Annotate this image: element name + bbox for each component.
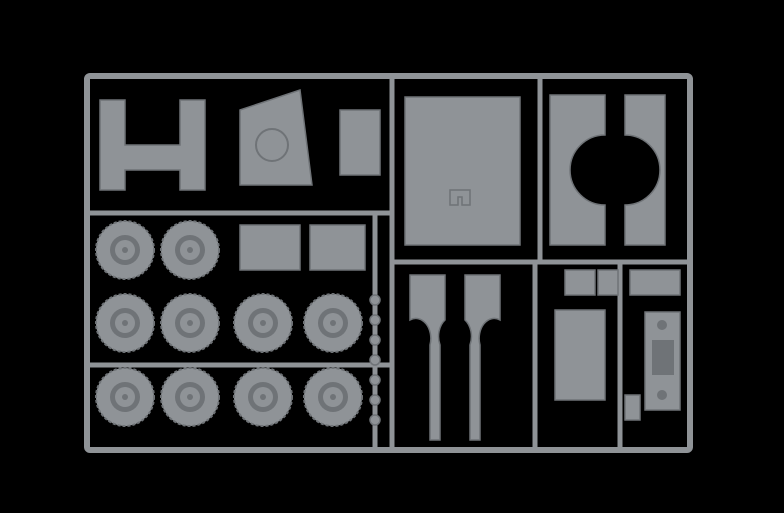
part-floor-panel <box>404 96 521 246</box>
part-mudguard-right <box>624 94 666 246</box>
part-mudguard-left <box>549 94 606 246</box>
part-small-ring <box>369 414 381 426</box>
wheel-center <box>330 320 336 326</box>
wheel-center <box>260 320 266 326</box>
wheel <box>233 293 293 353</box>
wheel <box>95 293 155 353</box>
wheel <box>160 293 220 353</box>
part-small-bracket <box>629 269 681 296</box>
part-floor-detail <box>449 189 471 206</box>
part-fender-right <box>464 274 501 441</box>
wheel <box>303 367 363 427</box>
wheel-center <box>330 394 336 400</box>
part-small-bracket <box>624 394 641 421</box>
part-small-ring <box>369 294 381 306</box>
part-grille-slots <box>652 340 674 375</box>
wheel-center <box>187 394 193 400</box>
part-small-ring <box>369 394 381 406</box>
wheel <box>160 220 220 280</box>
wheel-center <box>122 320 128 326</box>
wheel <box>303 293 363 353</box>
wheel <box>95 220 155 280</box>
part-small-ring <box>369 314 381 326</box>
part-small-bracket <box>597 269 619 296</box>
part-h-frame <box>99 99 206 191</box>
part-side-panel <box>309 224 366 271</box>
parts <box>99 88 681 441</box>
wheel <box>95 367 155 427</box>
part-trapezoid-panel <box>239 88 313 186</box>
wheel-center <box>122 394 128 400</box>
wheel <box>233 367 293 427</box>
wheel-center <box>187 247 193 253</box>
part-small-ring <box>369 374 381 386</box>
part-small-box <box>339 109 381 176</box>
part-box-panel <box>554 309 606 401</box>
part-side-panel <box>239 224 301 271</box>
wheels <box>95 220 363 427</box>
wheel-center <box>122 247 128 253</box>
part-small-ring <box>369 334 381 346</box>
wheel-center <box>187 320 193 326</box>
part-fender-left <box>409 274 446 441</box>
part-small-ring <box>369 354 381 366</box>
wheel <box>160 367 220 427</box>
part-small-bracket <box>564 269 596 296</box>
part-spare-wheel-mount <box>255 128 289 162</box>
part-headlight <box>657 320 667 330</box>
sprue-frame <box>84 73 693 453</box>
wheel-center <box>260 394 266 400</box>
part-headlight <box>657 390 667 400</box>
